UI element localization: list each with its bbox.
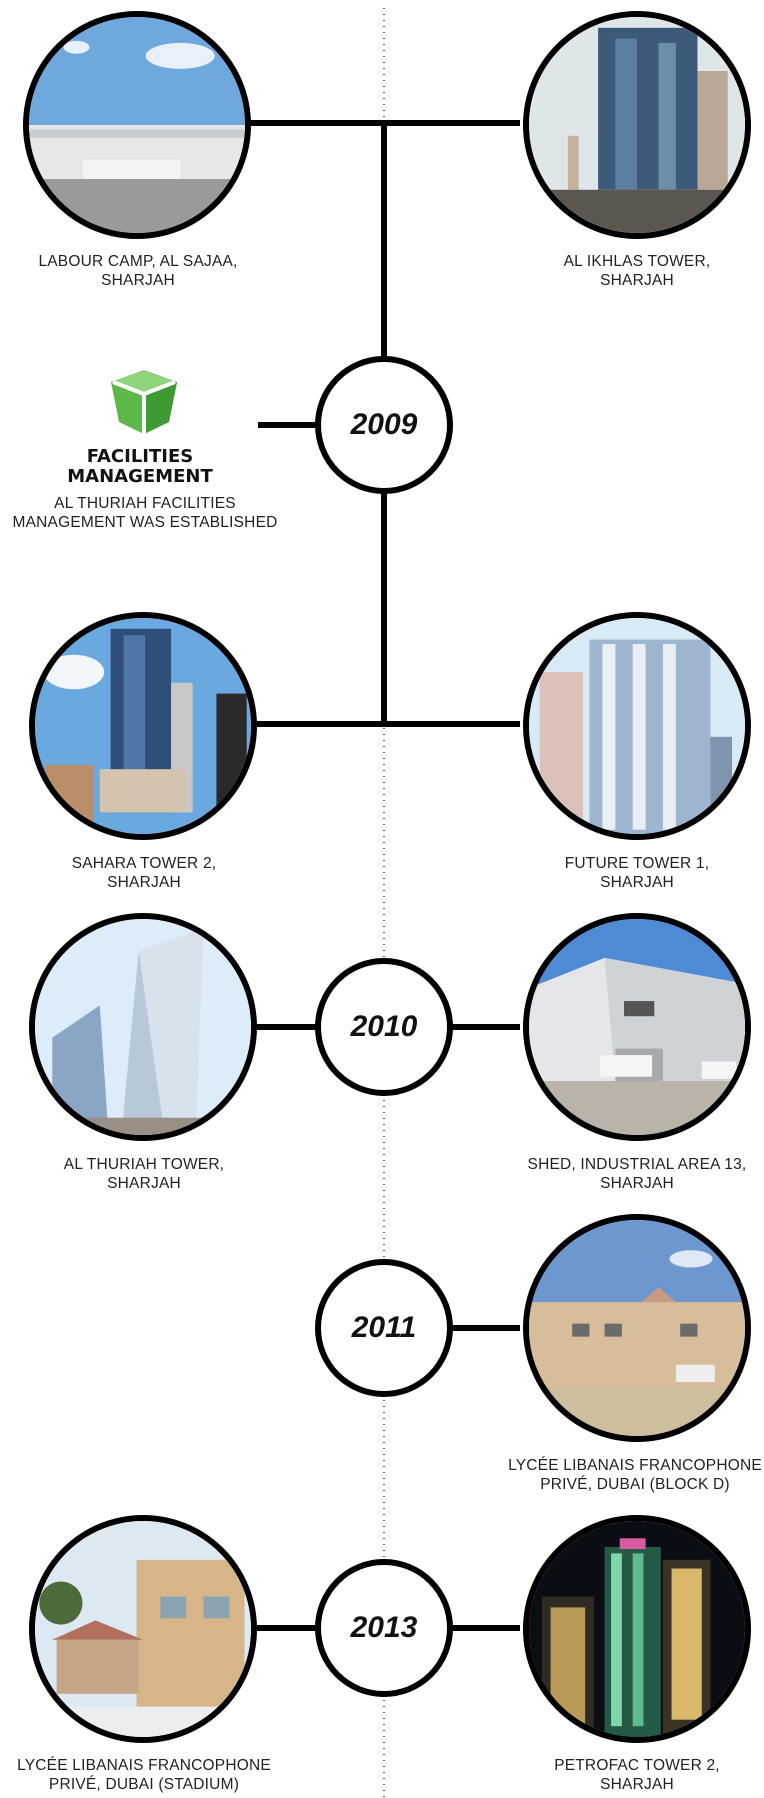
school-photo	[29, 1515, 257, 1743]
caption-line: PETROFAC TOWER 2,	[554, 1757, 720, 1774]
caption-line: FUTURE TOWER 1,	[564, 855, 710, 872]
tower-photo	[29, 612, 257, 840]
project-caption: PETROFAC TOWER 2, SHARJAH	[492, 1756, 764, 1794]
caption-line: SHARJAH	[107, 874, 181, 891]
project-caption: SAHARA TOWER 2, SHARJAH	[0, 854, 289, 892]
caption-line: SHARJAH	[101, 272, 175, 289]
year-2010: 2010	[315, 958, 453, 1096]
caption-line: AL THURIAH FACILITIES	[54, 495, 236, 512]
project-caption: LYCÉE LIBANAIS FRANCOPHONE PRIVÉ, DUBAI …	[490, 1456, 764, 1494]
year-2011: 2011	[315, 1259, 453, 1397]
facilities-management-logo: FACILITIES MANAGEMENT	[0, 360, 290, 490]
caption-line: SHARJAH	[600, 1175, 674, 1192]
caption-line: SHED, INDUSTRIAL AREA 13,	[527, 1156, 747, 1173]
tower-photo	[523, 612, 751, 840]
project-caption: AL THURIAH TOWER, SHARJAH	[0, 1155, 289, 1193]
caption-line: LYCÉE LIBANAIS FRANCOPHONE	[17, 1757, 271, 1774]
warehouse-photo	[23, 11, 251, 239]
shed-photo	[523, 913, 751, 1141]
project-caption: LABOUR CAMP, AL SAJAA, SHARJAH	[0, 252, 283, 290]
project-caption: AL IKHLAS TOWER, SHARJAH	[492, 252, 764, 290]
school-photo	[523, 1214, 751, 1442]
logo-text: FACILITIES MANAGEMENT	[60, 447, 220, 487]
logo-line-1: FACILITIES	[86, 446, 194, 467]
year-2013: 2013	[315, 1559, 453, 1697]
caption-line: PRIVÉ, DUBAI (STADIUM)	[48, 1776, 240, 1793]
caption-line: SHARJAH	[600, 1776, 674, 1793]
caption-line: MANAGEMENT WAS ESTABLISHED	[12, 514, 278, 531]
caption-line: SHARJAH	[600, 874, 674, 891]
caption-line: SAHARA TOWER 2,	[71, 855, 217, 872]
tower-photo	[523, 11, 751, 239]
tower-photo	[29, 913, 257, 1141]
project-caption: FUTURE TOWER 1, SHARJAH	[492, 854, 764, 892]
caption-line: AL IKHLAS TOWER,	[563, 253, 711, 270]
caption-line: AL THURIAH TOWER,	[63, 1156, 225, 1173]
caption-line: SHARJAH	[107, 1175, 181, 1192]
facilities-caption: AL THURIAH FACILITIES MANAGEMENT WAS EST…	[0, 494, 290, 532]
project-caption: SHED, INDUSTRIAL AREA 13, SHARJAH	[492, 1155, 764, 1193]
facilities-cube-icon	[111, 370, 177, 434]
night-tower-photo	[523, 1515, 751, 1743]
year-2009: 2009	[315, 356, 453, 494]
caption-line: SHARJAH	[600, 272, 674, 289]
caption-line: PRIVÉ, DUBAI (BLOCK D)	[540, 1476, 730, 1493]
project-caption: LYCÉE LIBANAIS FRANCOPHONE PRIVÉ, DUBAI …	[0, 1756, 289, 1794]
logo-line-2: MANAGEMENT	[67, 466, 213, 487]
caption-line: LYCÉE LIBANAIS FRANCOPHONE	[508, 1457, 762, 1474]
caption-line: LABOUR CAMP, AL SAJAA,	[38, 253, 238, 270]
